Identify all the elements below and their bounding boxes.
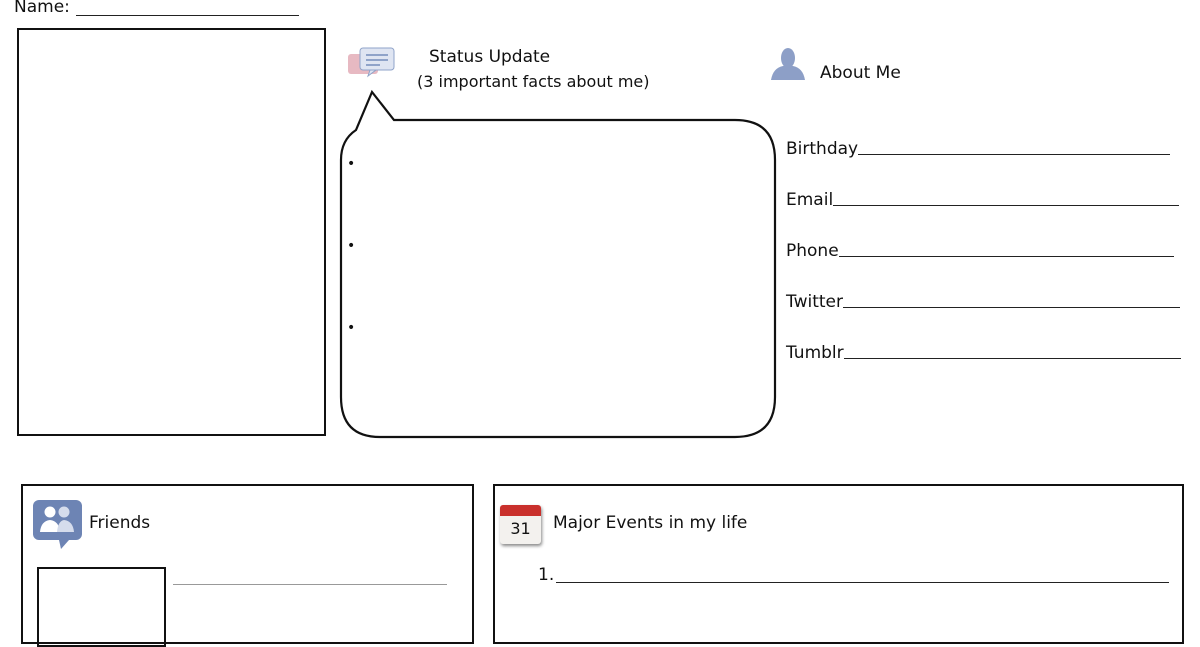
person-silhouette-icon xyxy=(771,48,805,80)
status-bullet-3[interactable]: • xyxy=(347,320,356,336)
events-section xyxy=(493,484,1184,644)
chat-bubbles-icon xyxy=(348,47,395,78)
event-number-1: 1. xyxy=(538,565,555,585)
calendar-icon: 31 xyxy=(500,505,541,544)
status-subtitle: (3 important facts about me) xyxy=(417,72,650,91)
profile-photo-box[interactable] xyxy=(17,28,326,436)
field-label: Phone xyxy=(786,241,839,261)
status-title: Status Update xyxy=(429,47,551,67)
field-tumblr[interactable]: Tumblr xyxy=(786,343,1181,363)
field-label: Tumblr xyxy=(786,343,844,363)
field-label: Twitter xyxy=(786,292,843,312)
status-bullet-2[interactable]: • xyxy=(347,238,356,254)
friend-photo-box[interactable] xyxy=(37,567,166,647)
events-title: Major Events in my life xyxy=(553,513,748,533)
friends-icon xyxy=(33,500,82,549)
friend-name-line[interactable] xyxy=(173,584,447,585)
field-email[interactable]: Email xyxy=(786,190,1179,210)
field-birthday[interactable]: Birthday xyxy=(786,139,1170,159)
status-speech-bubble[interactable] xyxy=(0,0,800,445)
field-label: Email xyxy=(786,190,834,210)
friends-title: Friends xyxy=(89,513,151,533)
field-label: Birthday xyxy=(786,139,859,159)
event-line-1[interactable] xyxy=(556,582,1169,583)
about-title: About Me xyxy=(820,63,901,83)
field-phone[interactable]: Phone xyxy=(786,241,1174,261)
name-label: Name: xyxy=(14,0,70,17)
name-line[interactable] xyxy=(76,5,299,16)
field-twitter[interactable]: Twitter xyxy=(786,292,1180,312)
calendar-day: 31 xyxy=(510,519,531,538)
status-bullet-1[interactable]: • xyxy=(347,156,356,172)
